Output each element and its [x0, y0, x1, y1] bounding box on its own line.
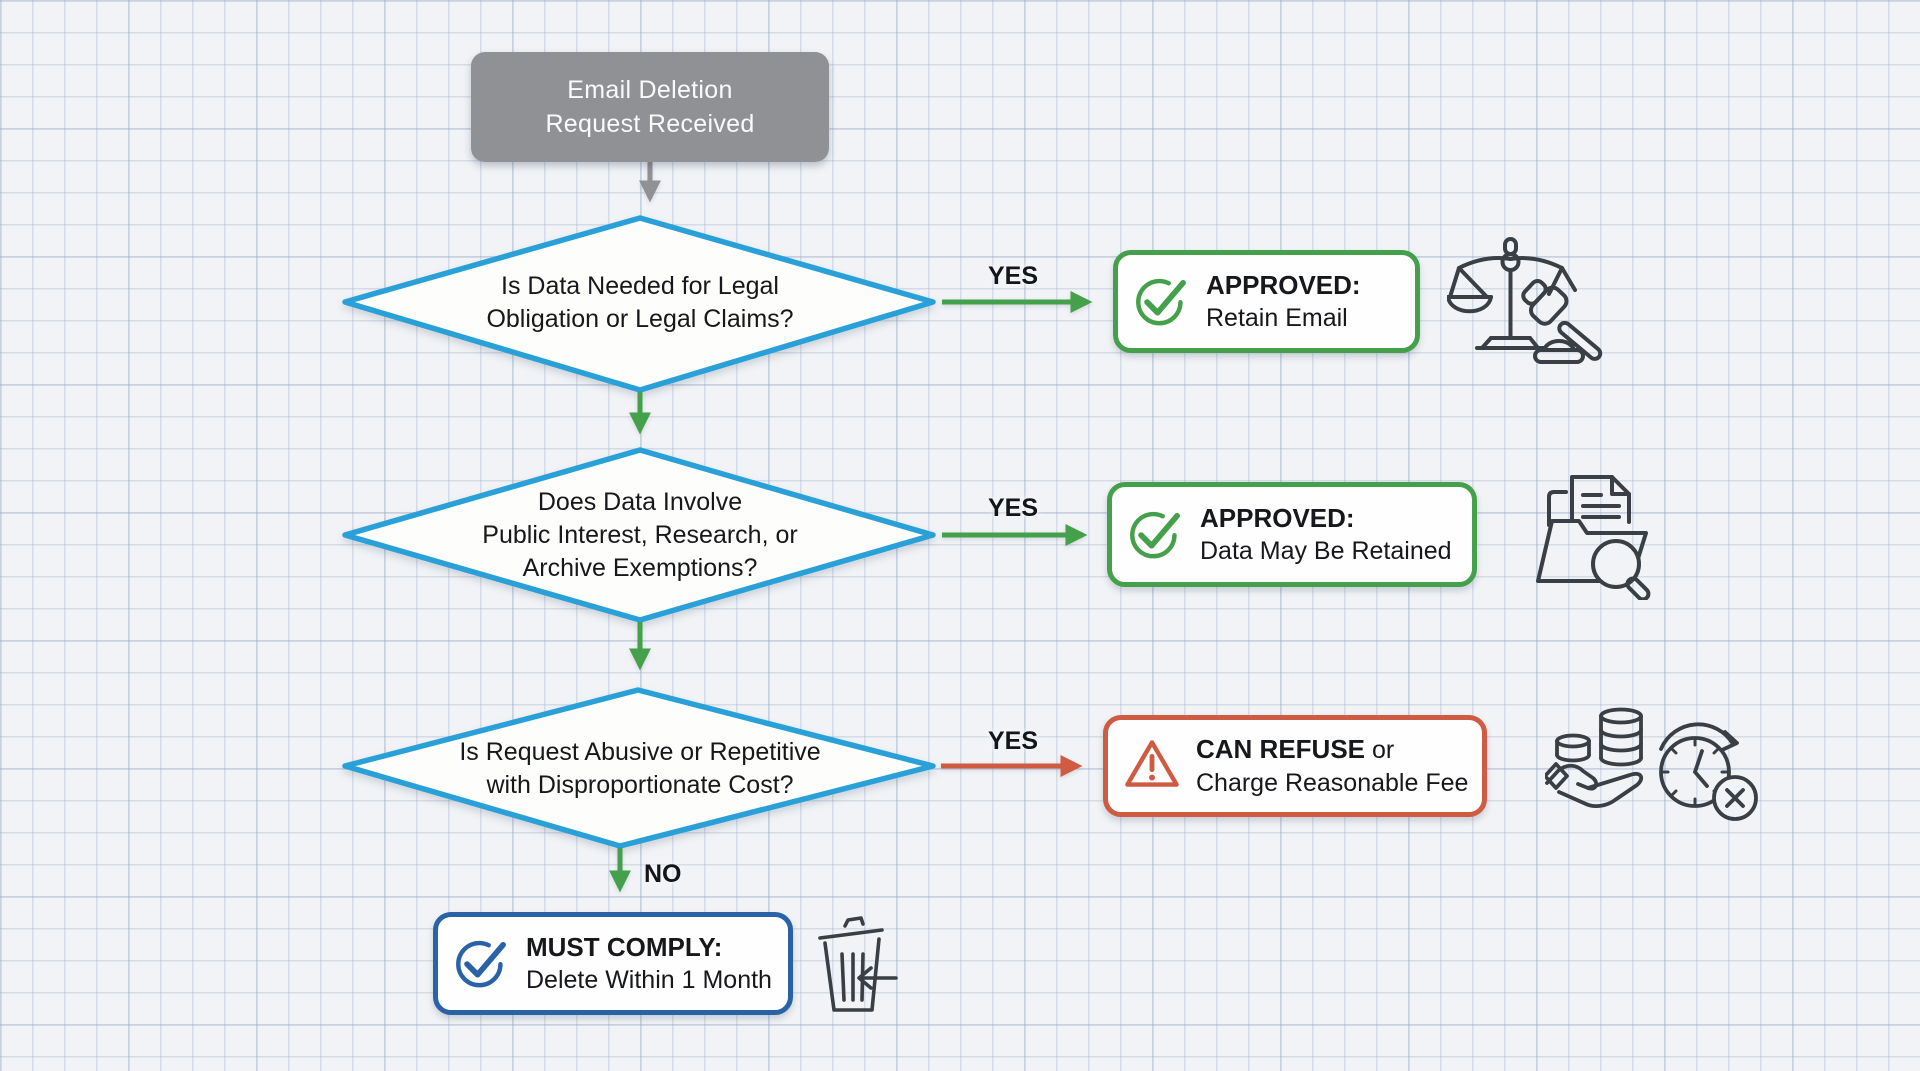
- outcome-subtitle: Data May Be Retained: [1200, 536, 1452, 565]
- decision-diamond-1: [342, 215, 936, 393]
- outcome-title: APPROVED:: [1206, 269, 1361, 300]
- decision-3-line1: Is Request Abusive or Repetitive: [459, 738, 821, 766]
- outcome-subtitle: Retain Email: [1206, 303, 1348, 332]
- outcome-can-refuse: CAN REFUSE or Charge Reasonable Fee: [1103, 715, 1487, 817]
- decision-3-line2: with Disproportionate Cost?: [486, 771, 794, 799]
- outcome-title-bold: CAN REFUSE: [1196, 733, 1366, 764]
- decision-diamond-2: [342, 447, 936, 623]
- hand-with-coins-icon: [1545, 703, 1660, 815]
- decision-3-text: Is Request Abusive or Repetitive with Di…: [370, 736, 910, 802]
- outcome-title: APPROVED:: [1200, 502, 1355, 533]
- trash-bin-arrow-icon: [808, 916, 898, 1018]
- start-node-email-deletion-request: Email Deletion Request Received: [471, 52, 829, 162]
- folder-document-magnifier-icon: [1535, 465, 1667, 600]
- decision-2-line1: Does Data Involve: [537, 488, 743, 516]
- edge-label-no: NO: [644, 860, 682, 888]
- outcome-approved-retain-email: APPROVED: Retain Email: [1113, 250, 1420, 353]
- decision-2-line3: Archive Exemptions?: [522, 554, 758, 582]
- edge-label-yes-1: YES: [987, 262, 1039, 290]
- check-circle-icon: [453, 934, 511, 994]
- decision-diamond-3: [342, 687, 936, 849]
- start-node-line2: Request Received: [545, 110, 755, 138]
- clock-with-x-icon: [1643, 706, 1758, 824]
- decision-2-line2: Public Interest, Research, or: [482, 521, 798, 549]
- outcome-title-rest: or: [1365, 735, 1395, 764]
- outcome-subtitle: Charge Reasonable Fee: [1196, 768, 1469, 797]
- decision-1-line1: Is Data Needed for Legal: [501, 272, 779, 300]
- scales-and-gavel-icon: [1447, 237, 1615, 367]
- check-circle-icon: [1127, 505, 1185, 565]
- edge-label-yes-3: YES: [987, 727, 1039, 755]
- start-node-line1: Email Deletion: [567, 76, 733, 104]
- warning-triangle-icon: [1123, 736, 1181, 796]
- decision-1-text: Is Data Needed for Legal Obligation or L…: [390, 270, 890, 336]
- check-circle-icon: [1133, 272, 1191, 332]
- decision-2-text: Does Data Involve Public Interest, Resea…: [390, 486, 890, 585]
- outcome-subtitle: Delete Within 1 Month: [526, 965, 772, 994]
- outcome-approved-data-retained: APPROVED: Data May Be Retained: [1107, 482, 1477, 587]
- outcome-title: MUST COMPLY:: [526, 931, 723, 962]
- outcome-must-comply: MUST COMPLY: Delete Within 1 Month: [433, 912, 793, 1015]
- decision-1-line2: Obligation or Legal Claims?: [486, 305, 794, 333]
- edge-label-yes-2: YES: [987, 494, 1039, 522]
